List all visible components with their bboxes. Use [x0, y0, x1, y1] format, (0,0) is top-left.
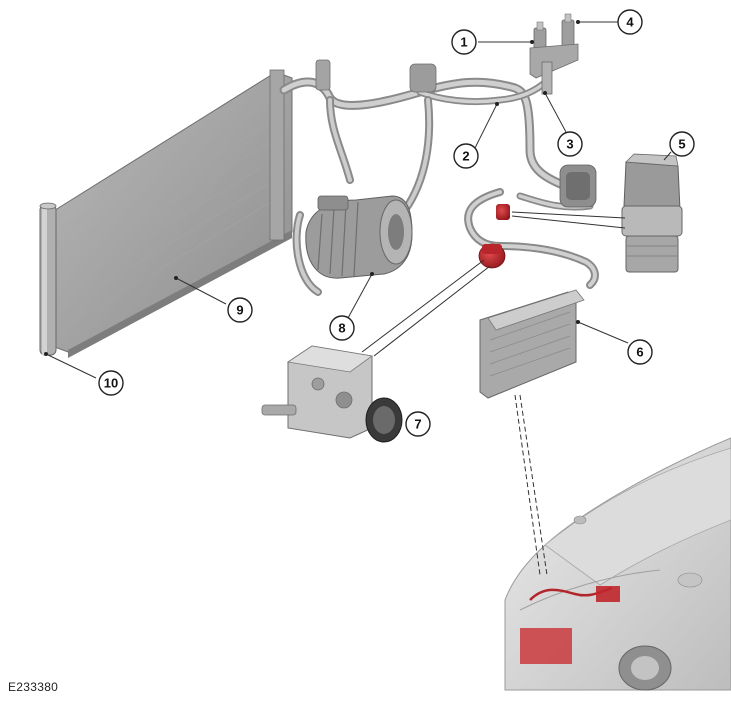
leader-lines — [45, 21, 672, 576]
callout-5: 5 — [669, 131, 695, 157]
callout-6-label: 6 — [636, 345, 643, 360]
callout-9: 9 — [227, 297, 253, 323]
callout-3: 3 — [557, 131, 583, 157]
callout-6: 6 — [627, 339, 653, 365]
callout-5-label: 5 — [678, 137, 685, 152]
callout-10-label: 10 — [104, 376, 118, 391]
callout-8: 8 — [329, 315, 355, 341]
expansion-valve — [261, 345, 403, 443]
high-pressure-service-port — [561, 13, 575, 47]
callout-10: 10 — [98, 370, 124, 396]
callout-2: 2 — [453, 143, 479, 169]
callout-1-label: 1 — [460, 35, 467, 50]
service-port-bracket — [529, 43, 579, 95]
evaporator — [479, 289, 585, 399]
vehicle-location-view — [504, 437, 731, 691]
callout-4: 4 — [617, 9, 643, 35]
figure-reference-code: E233380 — [8, 680, 59, 694]
condenser — [51, 69, 293, 358]
pressure-sensor-location-highlight — [496, 204, 510, 220]
callout-9-label: 9 — [236, 303, 243, 318]
callout-2-label: 2 — [462, 149, 469, 164]
leader-dots — [44, 20, 580, 356]
pressure-sensor — [621, 153, 683, 273]
receiver-drier — [39, 202, 57, 356]
pipe-fittings — [315, 59, 597, 208]
low-pressure-service-port — [533, 21, 547, 51]
callout-8-label: 8 — [338, 321, 345, 336]
callout-3-label: 3 — [566, 137, 573, 152]
callout-7: 7 — [405, 411, 431, 437]
expansion-valve-location-highlight — [478, 243, 506, 269]
callout-1: 1 — [451, 29, 477, 55]
callout-7-label: 7 — [414, 417, 421, 432]
compressor — [305, 195, 413, 279]
callout-4-label: 4 — [626, 15, 634, 30]
